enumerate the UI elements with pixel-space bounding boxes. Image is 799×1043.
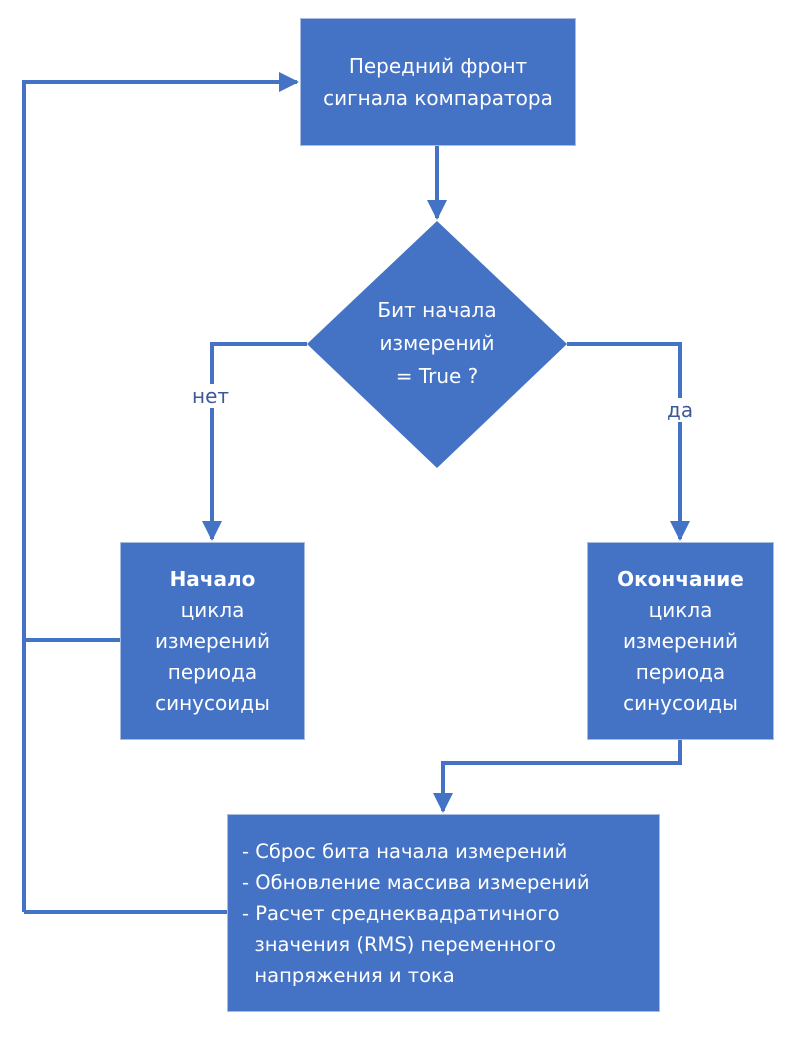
node-text: периода — [635, 659, 726, 684]
decision-diamond — [307, 221, 567, 468]
node-text: измерений — [622, 628, 739, 653]
action-item: напряжения и тока — [242, 963, 455, 987]
node-text: сигнала компаратора — [323, 86, 553, 110]
node-comparator-rising-edge: Передний фронт сигнала компаратора — [300, 18, 576, 146]
node-text: синусоиды — [155, 690, 270, 715]
node-text: синусоиды — [623, 690, 738, 715]
edge-loop-to-start — [22, 72, 299, 912]
decision-line: = True ? — [395, 364, 479, 388]
action-item: значения (RMS) переменного — [242, 932, 556, 956]
decision-text: Бит начала измерений = True ? — [340, 294, 534, 393]
edge-label-yes: да — [665, 398, 696, 422]
action-item: - Обновление массива измерений — [242, 870, 590, 894]
node-begin-cycle: Начало цикла измерений периода синусоиды — [120, 542, 305, 740]
node-end-cycle: Окончание цикла измерений периода синусо… — [587, 542, 774, 740]
node-text: Передний фронт — [348, 54, 528, 78]
node-title: Окончание — [617, 566, 744, 591]
action-item: - Расчет среднеквадратичного — [242, 901, 560, 925]
edge-end-to-actions — [433, 740, 682, 813]
node-text: периода — [167, 659, 258, 684]
edge-decision-to-end — [567, 342, 690, 541]
node-text: измерений — [154, 628, 271, 653]
edge-decision-to-begin — [202, 342, 307, 541]
node-text: цикла — [648, 597, 713, 622]
node-text: цикла — [180, 597, 245, 622]
edge-label-no: нет — [190, 384, 232, 408]
decision-line: Бит начала — [377, 298, 497, 322]
decision-line: измерений — [379, 331, 495, 355]
node-actions: - Сброс бита начала измерений - Обновлен… — [227, 814, 660, 1012]
node-title: Начало — [169, 566, 256, 591]
action-item: - Сброс бита начала измерений — [242, 839, 568, 863]
